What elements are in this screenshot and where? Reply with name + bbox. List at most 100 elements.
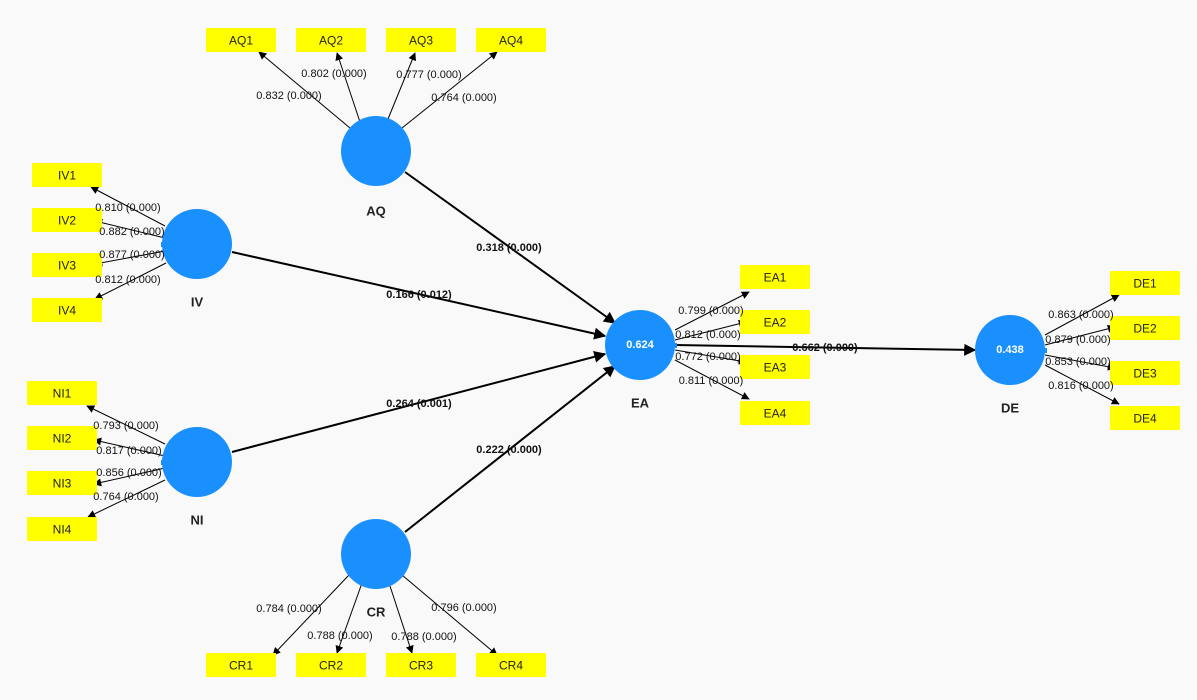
loading-arrow-ni3[interactable]: [93, 467, 166, 487]
latent-label-iv: IV: [191, 295, 204, 310]
indicator-label-aq3: AQ3: [409, 34, 433, 48]
loading-arrow-de4[interactable]: [1044, 364, 1120, 405]
latent-cr[interactable]: [341, 519, 411, 589]
loading-arrow-ea2[interactable]: [674, 319, 747, 341]
indicator-label-aq4: AQ4: [499, 34, 523, 48]
latent-de[interactable]: [975, 315, 1045, 385]
indicator-de2[interactable]: [1110, 316, 1180, 340]
latent-ni[interactable]: [162, 427, 232, 497]
indicator-label-iv4: IV4: [58, 304, 76, 318]
indicator-iv4[interactable]: [32, 298, 102, 322]
loading-arrow-ea3[interactable]: [674, 349, 747, 365]
loading-arrow-ni4[interactable]: [87, 479, 166, 518]
loading-arrow-aq1[interactable]: [258, 51, 351, 129]
loading-value-cr1: 0.784 (0.000): [256, 603, 321, 615]
indicator-label-ni2: NI2: [53, 432, 72, 446]
latent-label-ea: EA: [631, 396, 650, 411]
r-squared-ea: 0.624: [626, 339, 654, 351]
latent-connector-de: [1040, 348, 1047, 353]
indicator-aq2[interactable]: [296, 28, 366, 52]
loading-arrow-aq2[interactable]: [335, 52, 361, 123]
loading-arrow-ni1[interactable]: [86, 405, 166, 445]
loading-arrow-cr2[interactable]: [335, 582, 363, 654]
indicator-label-cr1: CR1: [229, 659, 253, 673]
path-arrow-aq-ea[interactable]: [404, 171, 616, 324]
indicator-ea1[interactable]: [740, 265, 810, 289]
indicator-cr3[interactable]: [386, 653, 456, 677]
path-arrow-iv-ea[interactable]: [231, 251, 607, 340]
latent-connector-ni: [161, 460, 168, 465]
indicator-aq4[interactable]: [476, 28, 546, 52]
indicator-ni3[interactable]: [27, 471, 97, 495]
loading-arrow-ea1[interactable]: [674, 291, 750, 331]
loading-value-ea2: 0.812 (0.000): [675, 329, 740, 341]
loading-arrow-aq3[interactable]: [387, 52, 416, 120]
indicator-label-ea4: EA4: [764, 407, 787, 421]
latent-connector-ea: [670, 343, 677, 348]
loading-arrow-iv3[interactable]: [94, 250, 166, 267]
latent-label-cr: CR: [367, 605, 386, 620]
indicator-cr4[interactable]: [476, 653, 546, 677]
indicator-de3[interactable]: [1110, 361, 1180, 385]
loading-arrow-iv4[interactable]: [94, 262, 167, 300]
loading-value-aq2: 0.802 (0.000): [301, 68, 366, 80]
loading-arrow-ni2[interactable]: [93, 437, 166, 457]
indicator-ni1[interactable]: [27, 381, 97, 405]
loading-value-cr2: 0.788 (0.000): [307, 630, 372, 642]
indicator-label-ea2: EA2: [764, 316, 787, 330]
indicator-label-ni3: NI3: [53, 477, 72, 491]
loading-value-aq1: 0.832 (0.000): [256, 90, 321, 102]
loading-value-de3: 0.853 (0.000): [1045, 356, 1110, 368]
latent-connector-iv: [161, 242, 168, 247]
indicator-cr2[interactable]: [296, 653, 366, 677]
loading-value-ea3: 0.772 (0.000): [675, 351, 740, 363]
loading-value-cr4: 0.796 (0.000): [431, 602, 496, 614]
loading-arrow-cr1[interactable]: [272, 574, 350, 656]
indicator-cr1[interactable]: [206, 653, 276, 677]
loading-value-iv1: 0.810 (0.000): [95, 202, 160, 214]
indicator-de1[interactable]: [1110, 271, 1180, 295]
loading-value-ea4: 0.811 (0.000): [679, 375, 744, 387]
loading-arrow-cr4[interactable]: [401, 574, 498, 656]
indicator-iv3[interactable]: [32, 253, 102, 277]
indicator-ea3[interactable]: [740, 355, 810, 379]
loading-value-de4: 0.816 (0.000): [1048, 380, 1113, 392]
loading-value-ni4: 0.764 (0.000): [93, 491, 158, 503]
loading-value-iv4: 0.812 (0.000): [95, 274, 160, 286]
indicator-ea4[interactable]: [740, 401, 810, 425]
indicator-iv2[interactable]: [32, 208, 102, 232]
loading-arrow-de3[interactable]: [1044, 354, 1116, 371]
loading-arrow-iv1[interactable]: [90, 186, 166, 227]
latent-iv[interactable]: [162, 209, 232, 279]
loading-arrow-de1[interactable]: [1044, 294, 1120, 336]
loading-arrow-ea4[interactable]: [674, 359, 750, 400]
indicator-ni2[interactable]: [27, 426, 97, 450]
indicator-label-ea1: EA1: [764, 271, 787, 285]
loading-value-iv2: 0.882 (0.000): [99, 226, 164, 238]
path-arrow-ea-de[interactable]: [674, 343, 977, 356]
loading-arrow-de2[interactable]: [1044, 324, 1116, 346]
indicator-label-ea3: EA3: [764, 361, 787, 375]
indicator-iv1[interactable]: [32, 163, 102, 187]
indicator-ni4[interactable]: [27, 517, 97, 541]
indicator-de4[interactable]: [1110, 406, 1180, 430]
loading-value-iv3: 0.877 (0.000): [99, 249, 164, 261]
indicator-label-de1: DE1: [1133, 277, 1157, 291]
indicator-label-cr3: CR3: [409, 659, 433, 673]
loading-arrow-cr3[interactable]: [388, 582, 414, 654]
path-coefficient-iv-ea: 0.166 (0.012): [386, 289, 452, 301]
loading-value-ni1: 0.793 (0.000): [93, 420, 158, 432]
indicator-aq3[interactable]: [386, 28, 456, 52]
loading-value-aq3: 0.777 (0.000): [396, 69, 461, 81]
loading-arrow-iv2[interactable]: [94, 218, 166, 239]
latent-ea[interactable]: [605, 310, 675, 380]
indicator-ea2[interactable]: [740, 310, 810, 334]
loading-arrow-aq4[interactable]: [401, 51, 498, 129]
indicator-label-iv2: IV2: [58, 214, 76, 228]
path-arrow-ni-ea[interactable]: [231, 350, 607, 453]
nodes-layer: [27, 28, 1180, 677]
indicator-aq1[interactable]: [206, 28, 276, 52]
latent-aq[interactable]: [341, 116, 411, 186]
path-arrow-cr-ea[interactable]: [404, 365, 616, 533]
